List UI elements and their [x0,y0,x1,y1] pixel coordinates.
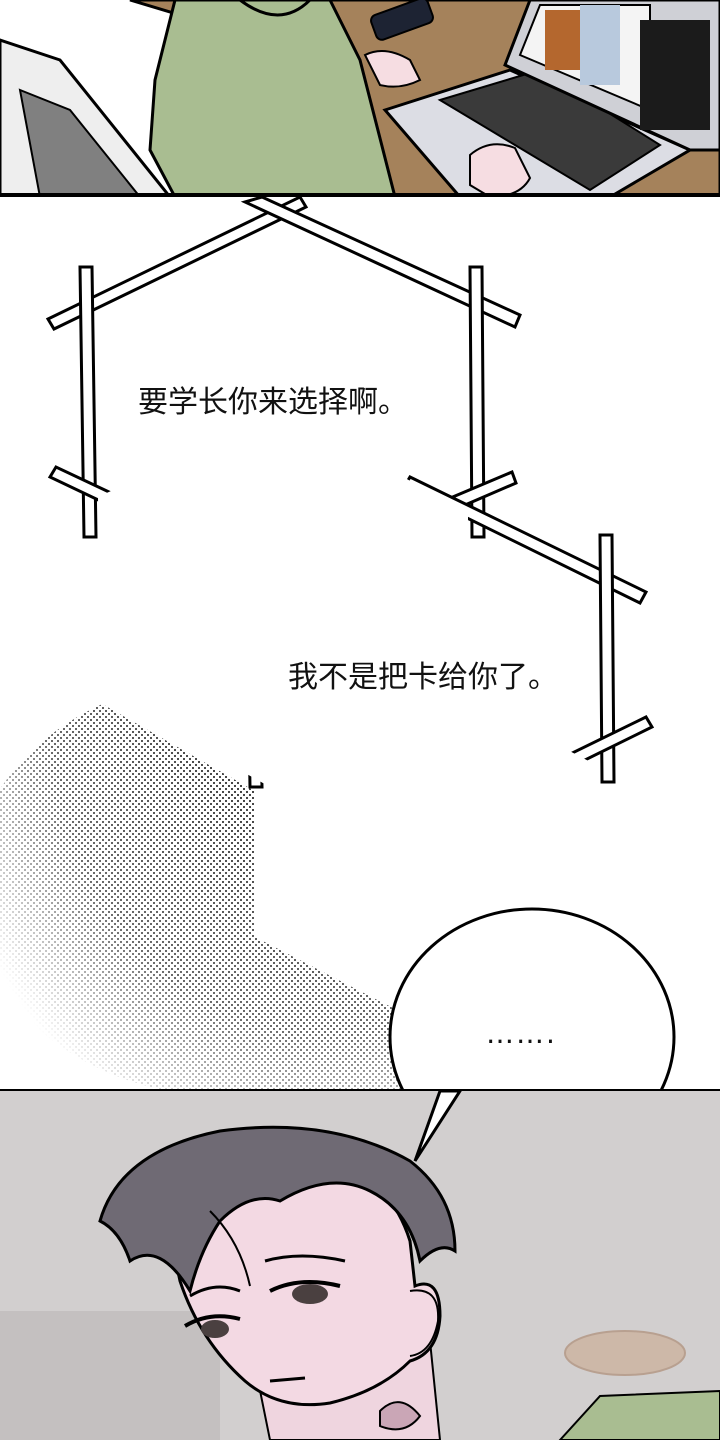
face-illustration [0,1091,720,1440]
right-brow [264,1254,346,1263]
screen-image-dark [640,20,710,130]
phone [370,0,434,41]
face-panel [0,1091,720,1440]
left-brow [189,1285,241,1298]
ear [409,1289,440,1357]
background-shelf [0,1311,220,1440]
laptop-scene-illustration [0,0,720,197]
dialogue-line-2: 我不是把卡给你了。 [288,660,558,695]
laptop-panel [0,0,720,197]
right-eye [292,1284,328,1304]
shirt-collar [239,0,312,17]
mouth [269,1376,306,1383]
chair-shadow [18,88,142,197]
round-bubble [388,907,676,1091]
left-eye-lid [183,1314,241,1328]
hair-strand [209,1210,251,1287]
right-eye-lid [269,1280,341,1293]
ceiling-lamp [564,1330,686,1376]
screen-image-blue [580,5,620,85]
left-hand [363,50,422,88]
shoulder [558,1389,720,1440]
bubble-tail [413,1091,462,1162]
dialogue-line-3: ……. [486,1017,557,1050]
left-eye [201,1320,229,1338]
neck-tattoo [379,1401,422,1431]
panel-divider-top [0,193,720,197]
dialogue-panel: 要学长你来选择啊。 我不是把卡给你了。 ……. [0,197,720,1091]
screentone-and-bubbles [0,197,676,1091]
laptop-keyboard [437,68,662,192]
hair [98,1125,457,1295]
green-shirt [148,0,397,197]
dialogue-line-1: 要学长你来选择啊。 [138,385,408,420]
